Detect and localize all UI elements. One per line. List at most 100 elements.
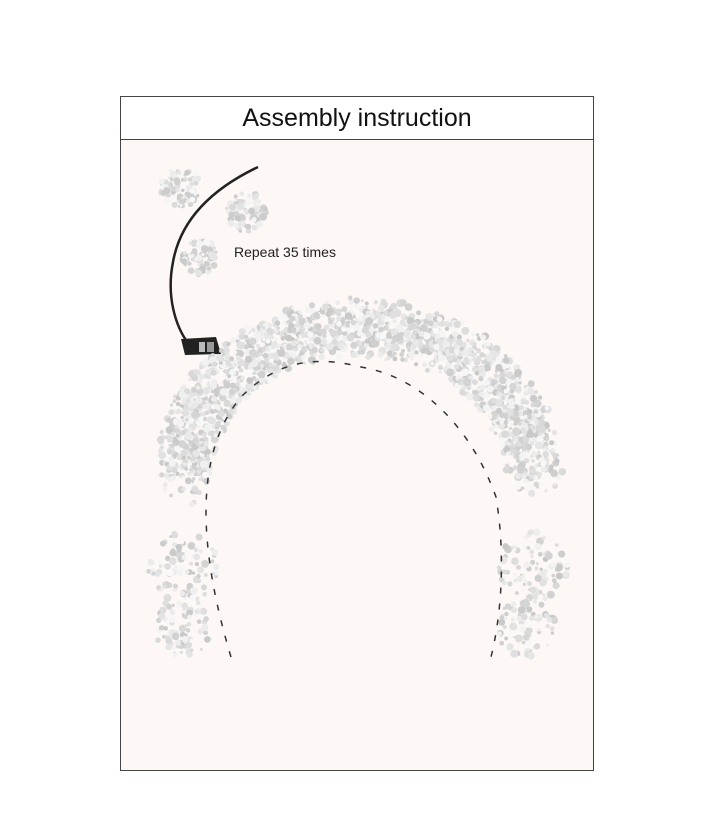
assembly-illustration (146, 165, 571, 660)
blossom-dot (220, 421, 225, 426)
blossom-dot (534, 420, 539, 425)
blossom-dot (273, 374, 278, 379)
blossom-dot (473, 349, 477, 354)
blossom-dot (406, 345, 410, 349)
blossom-dot (257, 358, 262, 363)
blossom-dot (490, 428, 495, 433)
blossom-dot (525, 443, 532, 451)
blossom-dot (203, 396, 209, 401)
blossom-dot (304, 306, 312, 313)
blossom-dot (230, 389, 235, 395)
blossom-dot (501, 411, 509, 420)
blossom-dot (526, 546, 531, 550)
blossom-dot (392, 319, 397, 324)
blossom-dot (434, 311, 440, 317)
blossom-dot (372, 323, 379, 329)
blossom-dot (502, 543, 509, 550)
blossom-dot (438, 338, 442, 343)
blossom-dot (456, 339, 463, 346)
blossom-dot (514, 634, 523, 643)
blossom-dot (496, 407, 502, 414)
blossom-dot (275, 356, 280, 361)
blossom-dot (541, 552, 546, 556)
blossom-dot (475, 355, 482, 363)
blossom-dot (252, 200, 258, 205)
blossom-dot (278, 343, 282, 347)
blossom-dot (457, 378, 462, 383)
blossom-dot (156, 617, 162, 623)
blossom-dot (182, 402, 190, 411)
blossom-dot (210, 435, 219, 444)
blossom-dot (212, 361, 217, 366)
blossom-dot (358, 321, 363, 326)
blossom-dot (542, 451, 549, 458)
blossom-dot (519, 452, 527, 460)
blossom-dot (360, 299, 364, 303)
blossom-dot (166, 436, 174, 443)
blossom-dot (272, 362, 276, 367)
blossom-dot (510, 649, 519, 658)
blossom-dot (158, 612, 166, 620)
blossom-dot (365, 331, 372, 338)
blossom-dot (198, 549, 203, 554)
blossom-dot (187, 201, 194, 208)
blossom-dot (537, 628, 541, 632)
blossom-dot (478, 376, 484, 382)
blossom-dot (513, 421, 518, 426)
blossom-dot (466, 338, 470, 343)
blossom-dot (180, 540, 185, 545)
blossom-dot (399, 352, 405, 357)
blossom-dot (219, 394, 226, 402)
blossom-dot (535, 485, 540, 489)
blossom-dot (344, 312, 353, 320)
blossom-dot (259, 352, 263, 357)
blossom-dot (539, 579, 547, 587)
blossom-dot (161, 634, 166, 639)
blossom-dot (395, 324, 404, 332)
blossom-dot (528, 615, 535, 621)
blossom-dot (191, 477, 196, 481)
blossom-dot (532, 594, 539, 600)
blossom-dot (503, 419, 509, 425)
blossom-dot (532, 528, 541, 537)
blossom-dot (360, 349, 366, 355)
blossom-dot (414, 350, 419, 355)
blossom-dot (181, 635, 189, 643)
blossom-dot (270, 355, 274, 360)
blossom-dot (555, 543, 559, 547)
blossom-dot (347, 295, 353, 301)
blossom-dot (529, 424, 536, 431)
blossom-dot (201, 252, 205, 257)
blossom-dot (520, 574, 526, 579)
branch-unit-illustration (158, 165, 269, 355)
blossom-dot (184, 466, 189, 471)
instruction-sheet: Assembly instruction Repeat 35 times (120, 96, 594, 771)
blossom-dot (256, 333, 261, 338)
blossom-dot (155, 637, 161, 643)
blossom-dot (550, 631, 555, 635)
blossom-dot (506, 408, 515, 416)
blossom-dot (210, 396, 217, 403)
blossom-dot (515, 591, 519, 595)
blossom-dot (534, 543, 542, 551)
blossom-dot (175, 471, 180, 476)
blossom-dot (201, 624, 209, 632)
blossom-dot (208, 246, 213, 252)
blossom-dot (555, 572, 563, 580)
blossom-dot (163, 626, 168, 631)
page-title: Assembly instruction (242, 103, 472, 132)
blossom-dot (267, 378, 273, 385)
blossom-dot (510, 606, 518, 614)
blossom-dot (174, 424, 179, 429)
blossom-dot (354, 303, 359, 308)
blossom-dot (179, 650, 184, 654)
blossom-dot (262, 337, 266, 341)
blossom-dot (507, 423, 512, 428)
blossom-dot (320, 309, 326, 315)
blossom-dot (230, 397, 238, 404)
blossom-dot (187, 461, 193, 467)
blossom-dot (204, 374, 209, 379)
blossom-dot (279, 313, 287, 321)
blossom-dot (511, 557, 519, 566)
blossom-dot (165, 417, 172, 423)
